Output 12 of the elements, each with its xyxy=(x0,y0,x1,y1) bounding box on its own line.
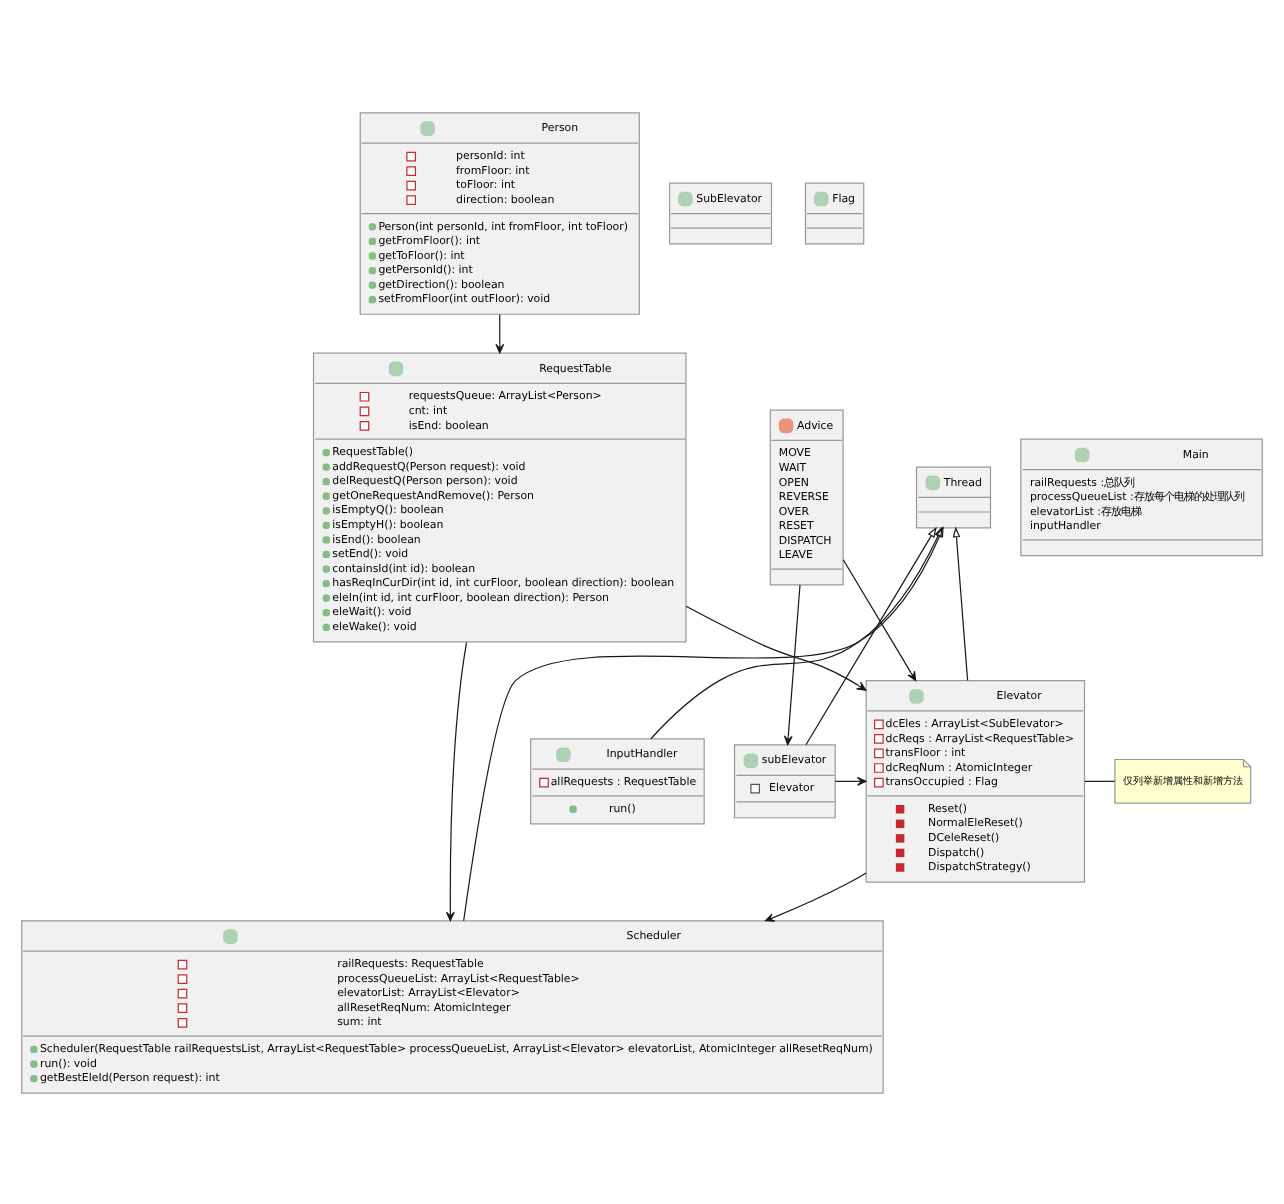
connector xyxy=(1084,779,1116,781)
arrow xyxy=(842,558,917,681)
arrow xyxy=(952,525,969,680)
arrow xyxy=(445,640,468,921)
arrow xyxy=(650,525,943,739)
arrow xyxy=(783,583,801,745)
arrow xyxy=(685,604,867,690)
arrow xyxy=(463,525,944,921)
arrow xyxy=(764,871,867,921)
arrow xyxy=(495,312,505,353)
arrow xyxy=(805,525,937,745)
arrow xyxy=(834,775,867,785)
